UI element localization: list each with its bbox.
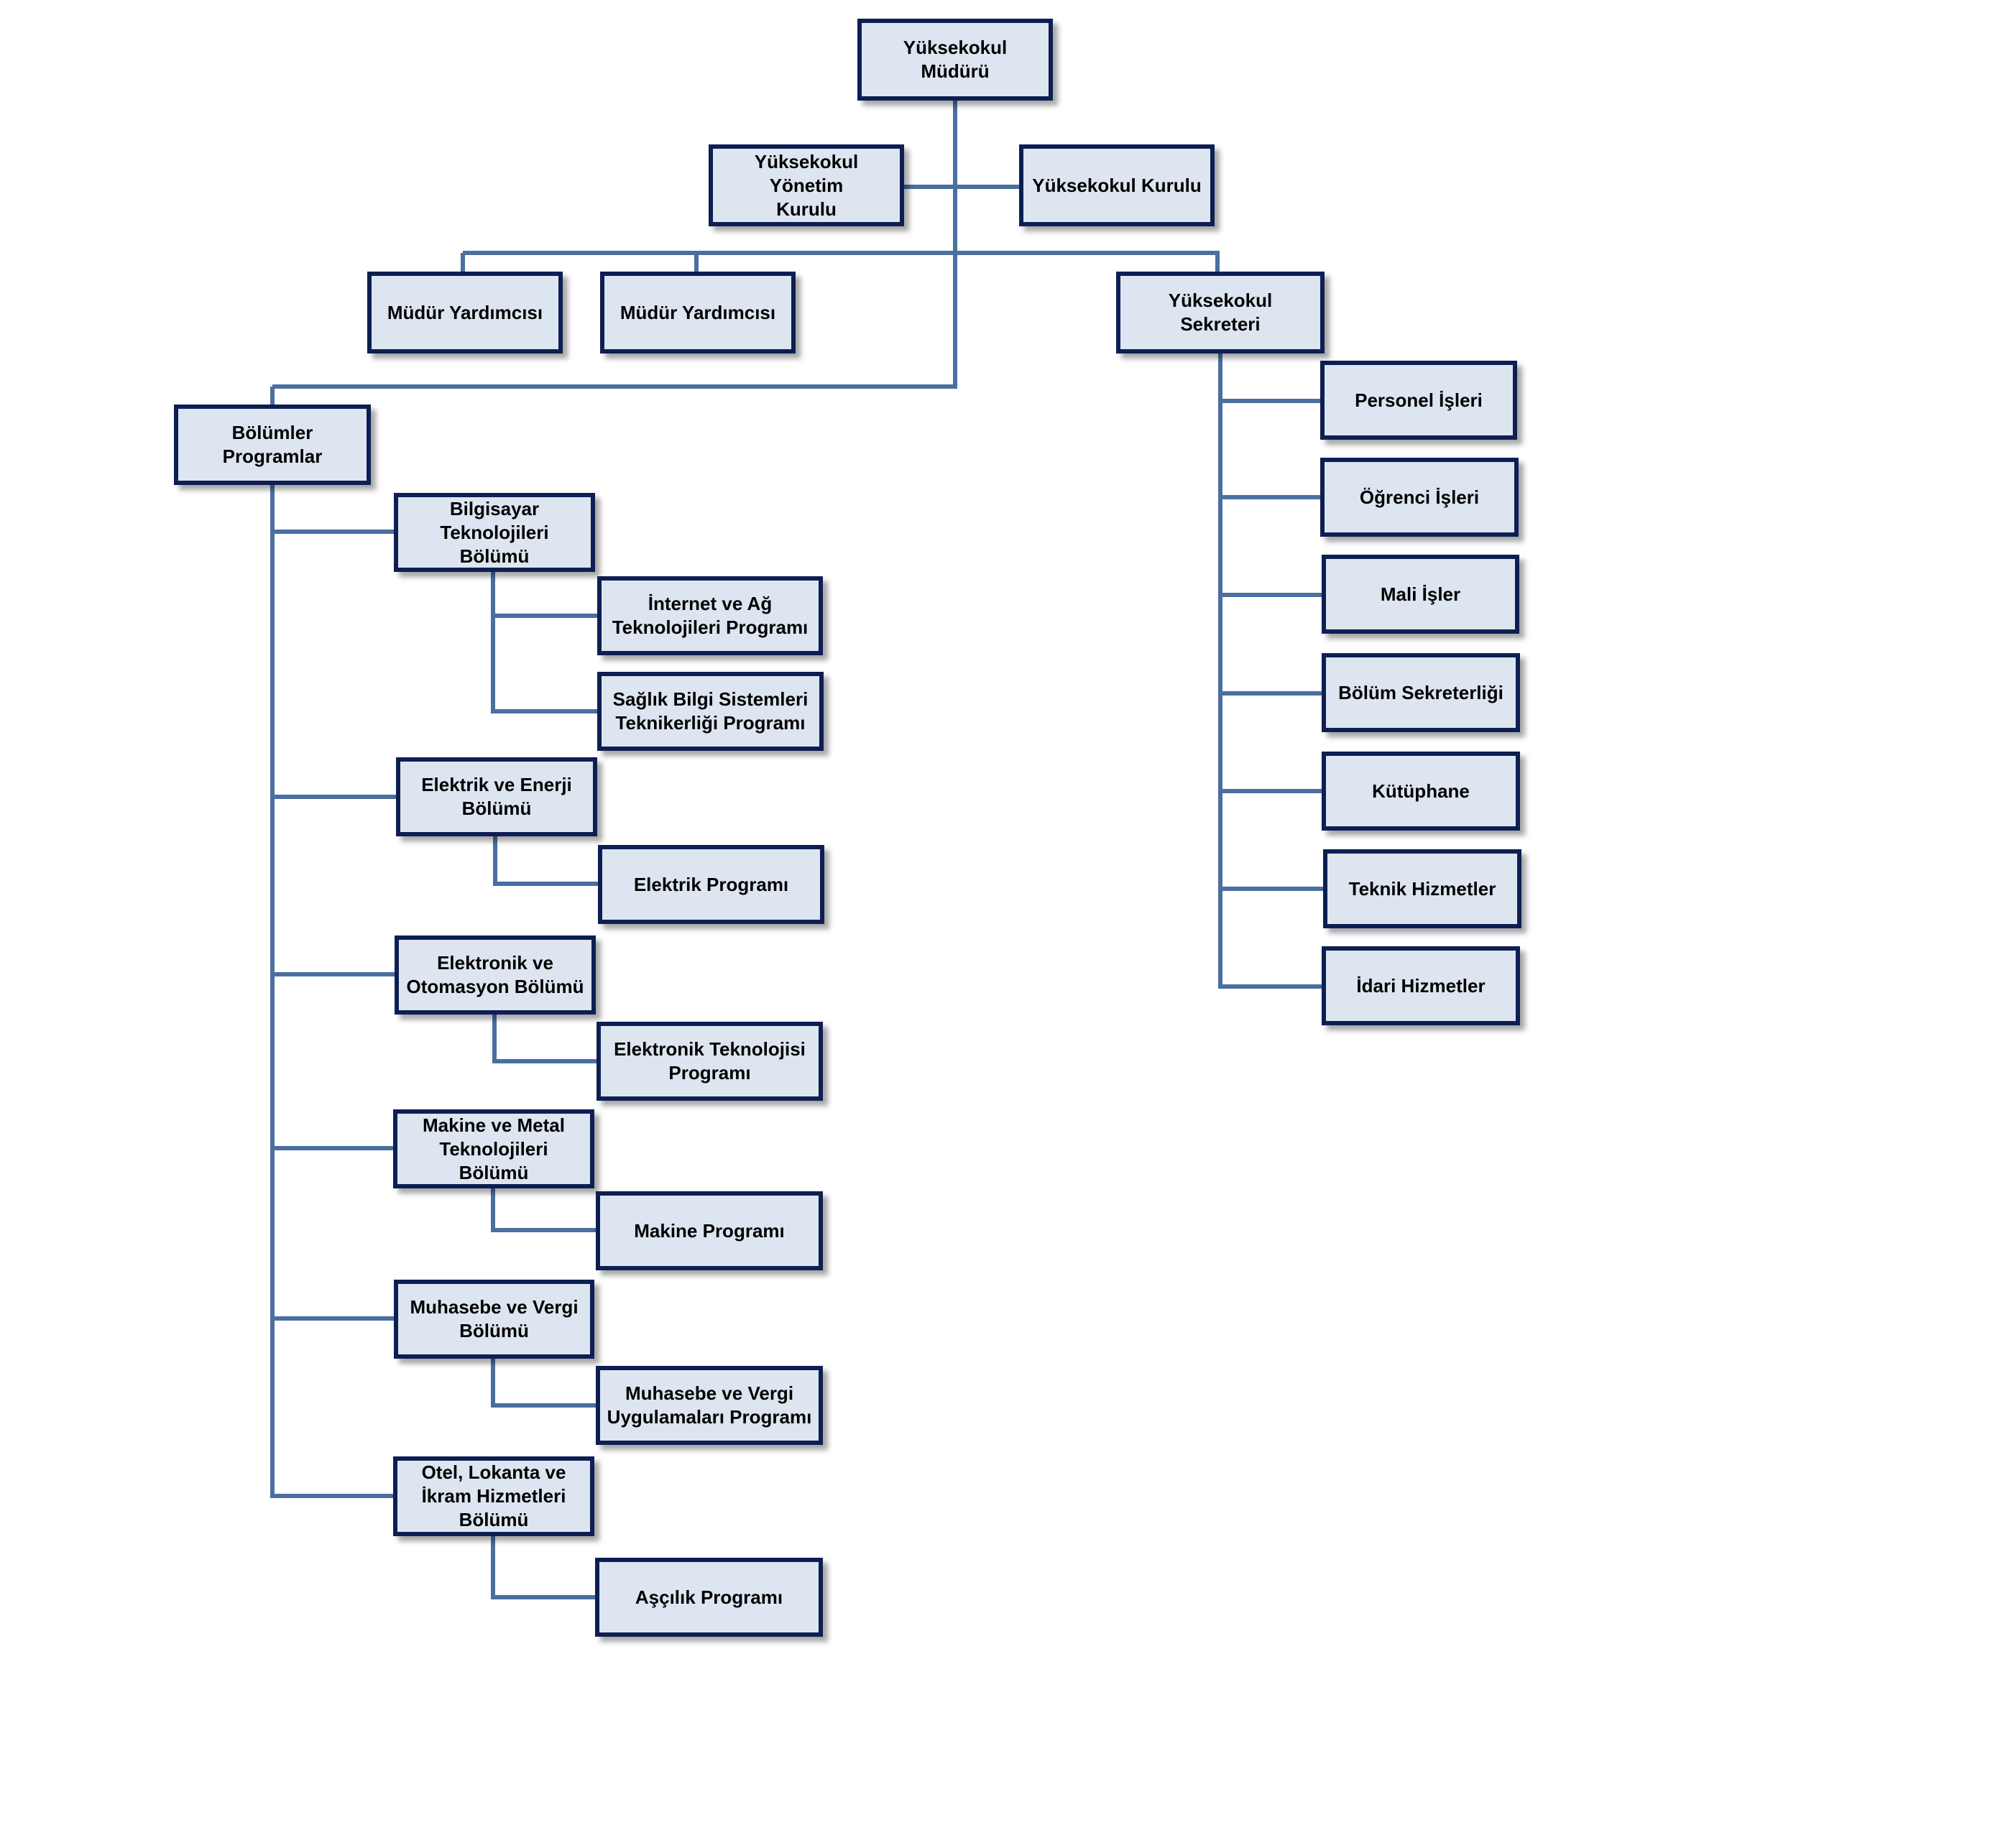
- connector-line: [1220, 789, 1324, 793]
- node-dept-hotel: Otel, Lokanta ve İkram Hizmetleri Bölümü: [393, 1456, 594, 1536]
- node-office-student: Öğrenci İşleri: [1320, 458, 1519, 537]
- connector-line: [491, 1188, 495, 1232]
- connector-line: [272, 1494, 395, 1498]
- node-office-finance: Mali İşler: [1322, 555, 1519, 634]
- connector-line: [491, 1536, 495, 1599]
- connector-line: [1215, 253, 1220, 274]
- connector-line: [493, 709, 599, 713]
- connector-line: [491, 572, 495, 713]
- node-dept-computer: Bilgisayar Teknolojileri Bölümü: [394, 493, 595, 572]
- connector-line: [272, 795, 398, 799]
- node-deputy-1: Müdür Yardımcısı: [367, 272, 563, 354]
- node-office-dept-secretary: Bölüm Sekreterliği: [1322, 653, 1520, 732]
- connector-line: [1220, 593, 1324, 597]
- connector-line: [1220, 691, 1324, 696]
- connector-line: [270, 485, 275, 1498]
- connector-line: [272, 972, 397, 976]
- connector-line: [493, 1228, 598, 1232]
- connector-line: [461, 253, 465, 274]
- connector-line: [1218, 354, 1222, 989]
- connector-line: [272, 1146, 395, 1150]
- node-director: Yüksekokul Müdürü: [857, 19, 1053, 101]
- node-office-admin: İdari Hizmetler: [1322, 946, 1520, 1025]
- node-dept-electronics: Elektronik ve Otomasyon Bölümü: [395, 935, 596, 1015]
- connector-line: [495, 882, 600, 886]
- connector-line: [491, 1359, 495, 1408]
- node-dept-electric: Elektrik ve Enerji Bölümü: [396, 757, 597, 836]
- node-office-technical: Teknik Hizmetler: [1323, 849, 1521, 928]
- node-deputy-2: Müdür Yardımcısı: [600, 272, 796, 354]
- connector-line: [463, 251, 1220, 255]
- node-prog-health-info: Sağlık Bilgi Sistemleri Teknikerliği Pro…: [597, 672, 824, 751]
- connector-line: [272, 384, 957, 389]
- connector-line: [1220, 887, 1325, 891]
- connector-line: [272, 1316, 396, 1321]
- connector-line: [493, 836, 497, 886]
- node-dept-accounting: Muhasebe ve Vergi Bölümü: [394, 1280, 594, 1359]
- node-departments: Bölümler Programlar: [174, 405, 371, 485]
- connector-line: [1220, 984, 1324, 989]
- connector-line: [272, 530, 396, 534]
- node-prog-cooking: Aşçılık Programı: [595, 1558, 823, 1637]
- connector-line: [270, 387, 275, 407]
- node-prog-machine: Makine Programı: [596, 1191, 823, 1270]
- connector-line: [493, 1595, 597, 1599]
- connector-line: [904, 185, 1021, 189]
- connector-line: [1220, 399, 1322, 403]
- node-board-management: Yüksekokul Yönetim Kurulu: [709, 144, 904, 226]
- connector-line: [492, 1015, 497, 1063]
- connector-line: [1220, 495, 1322, 499]
- node-board: Yüksekokul Kurulu: [1019, 144, 1215, 226]
- node-office-personnel: Personel İşleri: [1320, 361, 1517, 440]
- node-prog-electric: Elektrik Programı: [598, 845, 824, 924]
- connector-line: [494, 1059, 599, 1063]
- connector-line: [694, 253, 699, 274]
- connector-line: [493, 614, 599, 618]
- node-prog-internet: İnternet ve Ağ Teknolojileri Programı: [597, 576, 823, 655]
- node-office-library: Kütüphane: [1322, 752, 1520, 831]
- connector-line: [953, 101, 957, 389]
- node-prog-electronics: Elektronik Teknolojisi Programı: [597, 1022, 823, 1101]
- node-dept-machine: Makine ve Metal Teknolojileri Bölümü: [393, 1109, 594, 1188]
- node-prog-accounting: Muhasebe ve Vergi Uygulamaları Programı: [596, 1366, 823, 1445]
- node-secretary: Yüksekokul Sekreteri: [1116, 272, 1325, 354]
- connector-line: [493, 1403, 598, 1408]
